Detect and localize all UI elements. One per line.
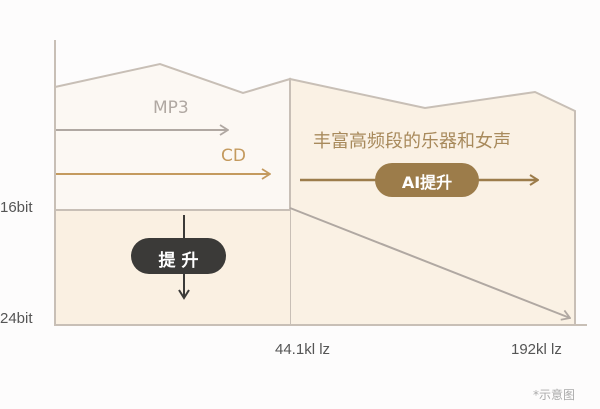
upper-left-region (54, 62, 291, 211)
footnote: *示意图 (533, 388, 576, 402)
diagonal-arrow (289, 207, 570, 318)
ai-badge: AI提升 (401, 173, 453, 192)
y-label-16bit: 16bit (0, 199, 33, 216)
ai-badge-bg (375, 163, 479, 197)
boost-badge-bg (131, 238, 226, 274)
mp3-label: MP3 (153, 98, 189, 118)
boost-badge: 提 升 (158, 251, 199, 271)
y-label-24bit: 24bit (0, 310, 33, 327)
x-label-44k: 44.1kl lz (275, 341, 331, 358)
right-region (289, 77, 576, 326)
cd-label: CD (221, 146, 246, 166)
highlight-text: 丰富高频段的乐器和女声 (313, 131, 511, 152)
x-label-192k: 192kl lz (511, 341, 562, 358)
